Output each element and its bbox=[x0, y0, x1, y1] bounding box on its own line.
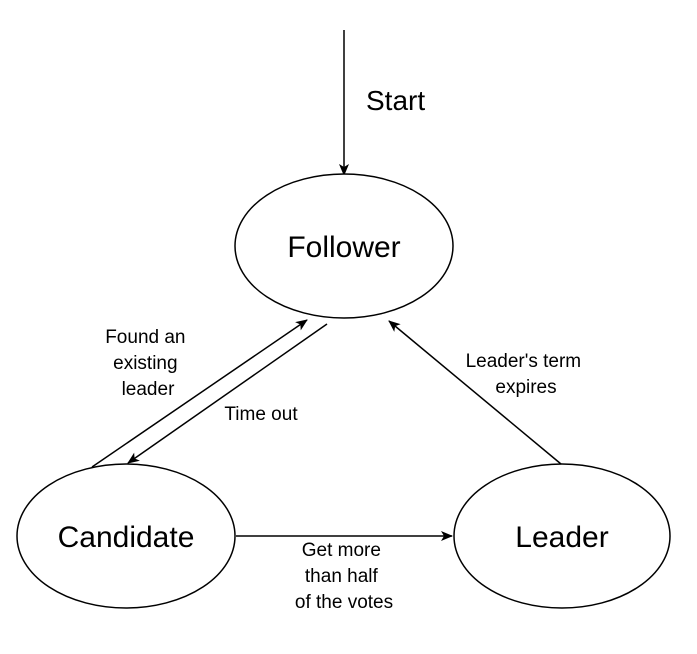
edge-label-time-out: Time out bbox=[224, 404, 298, 425]
edge-label-line: expires bbox=[495, 377, 556, 398]
edge-time-out-arrow bbox=[127, 323, 328, 464]
follower-label: Follower bbox=[287, 231, 400, 264]
edge-label-line: than half bbox=[305, 566, 379, 587]
edge-label-line: Time out bbox=[224, 404, 298, 425]
edge-label-line: Leader's term bbox=[466, 351, 582, 372]
candidate-label: Candidate bbox=[58, 521, 195, 554]
edge-label-line: existing bbox=[113, 353, 177, 374]
edge-label-majority-votes: Get more than half of the votes bbox=[295, 540, 393, 613]
leader-label: Leader bbox=[515, 521, 608, 554]
follower-node[interactable] bbox=[234, 173, 454, 319]
edge-label-line: Found an bbox=[105, 327, 185, 348]
candidate-node[interactable] bbox=[16, 463, 236, 609]
edge-term-expires-arrow bbox=[388, 320, 562, 465]
edge-label-line: Get more bbox=[302, 540, 381, 561]
edge-label-line: of the votes bbox=[295, 592, 393, 613]
start-label: Start bbox=[366, 85, 425, 116]
edge-label-line: leader bbox=[122, 379, 175, 400]
edge-label-found-leader: Found an existing leader bbox=[105, 327, 191, 400]
leader-node[interactable] bbox=[453, 463, 671, 609]
edge-label-term-expires: Leader's term expires bbox=[466, 351, 587, 398]
edge-found-leader-arrow bbox=[91, 319, 308, 468]
